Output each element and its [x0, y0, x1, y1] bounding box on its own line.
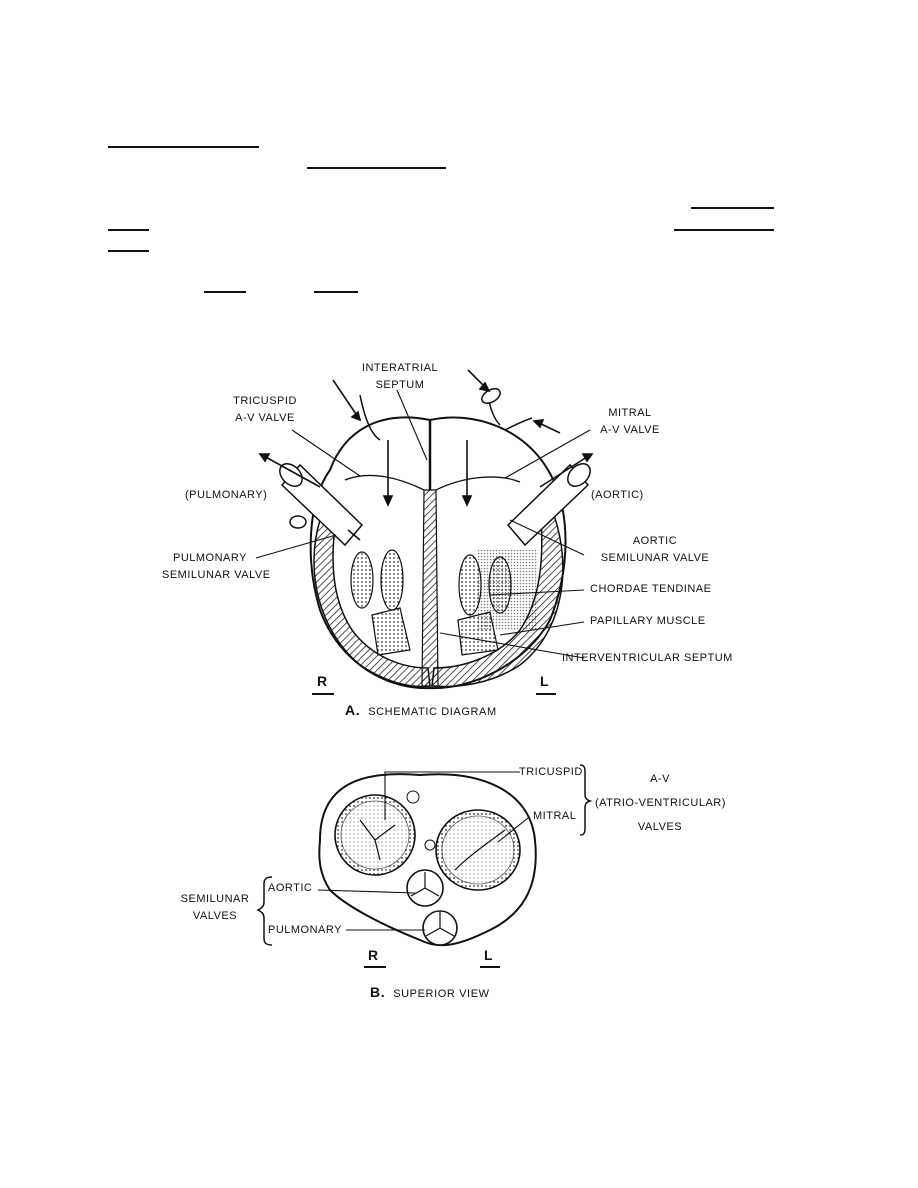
blank-rule — [307, 167, 446, 169]
left-side-underline-a — [536, 693, 556, 695]
tricuspid-av-valve-label: TRICUSPID A-V VALVE — [215, 393, 315, 427]
tricuspid-label: TRICUSPID — [519, 766, 583, 778]
blank-rule — [691, 207, 774, 209]
great-vessels — [279, 388, 591, 547]
label-line: PULMONARY — [173, 552, 247, 564]
left-ventricle-shading — [478, 550, 538, 630]
caption-letter: A. — [345, 702, 361, 718]
label-line: A-V VALVE — [235, 412, 295, 424]
caption-letter: B. — [370, 984, 386, 1000]
pulmonary-artery-label: (PULMONARY) — [185, 489, 268, 501]
caption-a: A. SCHEMATIC DIAGRAM — [345, 702, 497, 718]
label-line: SEPTUM — [375, 379, 425, 391]
blank-rule — [314, 291, 358, 293]
interventricular-septum-label: INTERVENTRICULAR SEPTUM — [562, 652, 733, 664]
mitral-label: MITRAL — [533, 810, 577, 822]
pulmonary-semilunar-valve-label: PULMONARY SEMILUNAR VALVE — [160, 550, 300, 584]
mitral-av-valve-label: MITRAL A-V VALVE — [575, 405, 685, 439]
interatrial-septum-label: INTERATRIAL SEPTUM — [355, 360, 445, 394]
left-side-marker-b: L — [484, 947, 493, 963]
blank-rule — [108, 146, 259, 148]
label-line: A-V — [650, 773, 670, 785]
label-line: INTERATRIAL — [361, 362, 439, 374]
chordae-tendinae-label: CHORDAE TENDINAE — [590, 583, 712, 595]
label-line: AORTIC — [632, 535, 678, 547]
av-valves-group-label: A-V (ATRIO-VENTRICULAR) VALVES — [595, 767, 725, 839]
leader-lines-a — [255, 389, 591, 659]
aortic-label: AORTIC — [268, 882, 313, 894]
pulmonary-label: PULMONARY — [268, 924, 342, 936]
label-line: SEMILUNAR VALVE — [600, 552, 710, 564]
blank-rule — [108, 250, 149, 252]
leader-lines-b — [317, 771, 529, 931]
aorta-label: (AORTIC) — [591, 489, 644, 501]
heart-superior-view — [318, 773, 537, 947]
label-line: TRICUSPID — [233, 395, 297, 407]
label-line: (ATRIO-VENTRICULAR) — [595, 797, 726, 809]
label-line: VALVES — [192, 910, 238, 922]
left-side-marker-a: L — [540, 673, 549, 689]
caption-b: B. SUPERIOR VIEW — [370, 984, 490, 1000]
label-line: MITRAL — [608, 407, 652, 419]
right-side-marker-a: R — [317, 673, 328, 689]
label-line: A-V VALVE — [600, 424, 660, 436]
left-side-underline-b — [480, 966, 500, 968]
braces — [256, 764, 593, 946]
blank-rule — [674, 229, 774, 231]
papillary-muscle-label: PAPILLARY MUSCLE — [590, 615, 706, 627]
label-line: SEMILUNAR VALVE — [162, 569, 271, 581]
semilunar-valves-group-label: SEMILUNAR VALVES — [170, 891, 260, 925]
blank-rule — [204, 291, 246, 293]
right-side-underline-a — [312, 693, 334, 695]
caption-text: SUPERIOR VIEW — [393, 988, 490, 1000]
right-side-marker-b: R — [368, 947, 379, 963]
blank-rule — [108, 229, 149, 231]
right-side-underline-b — [364, 966, 386, 968]
label-line: VALVES — [637, 821, 683, 833]
aortic-semilunar-valve-label: AORTIC SEMILUNAR VALVE — [585, 533, 725, 567]
caption-text: SCHEMATIC DIAGRAM — [368, 706, 497, 718]
blood-flow-arrows — [258, 369, 594, 541]
label-line: SEMILUNAR — [180, 893, 250, 905]
